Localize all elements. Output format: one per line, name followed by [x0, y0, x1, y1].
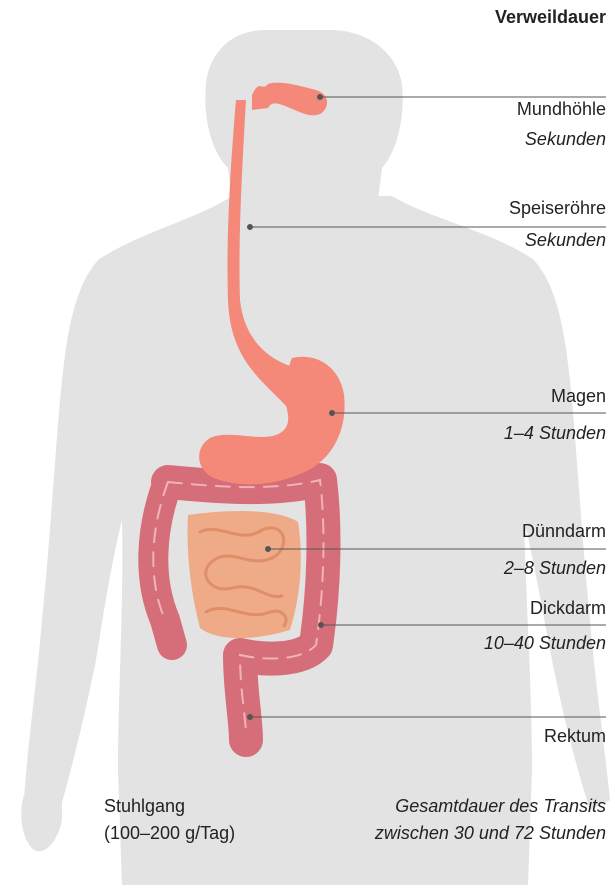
- transit-line-2: zwischen 30 und 72 Stunden: [375, 822, 606, 844]
- label-magen-duration: 1–4 Stunden: [504, 422, 606, 444]
- label-speise-name: Speiseröhre: [509, 197, 606, 219]
- leader-dot-speise: [248, 225, 253, 230]
- header-title: Verweildauer: [495, 6, 606, 28]
- label-rektum-name: Rektum: [544, 725, 606, 747]
- label-dick-name: Dickdarm: [530, 597, 606, 619]
- leader-dot-dick: [319, 623, 324, 628]
- label-duenn-duration: 2–8 Stunden: [504, 557, 606, 579]
- leader-dot-duenn: [266, 547, 271, 552]
- small-intestine: [188, 511, 301, 638]
- leader-dot-mund: [318, 95, 323, 100]
- label-speise-duration: Sekunden: [525, 229, 606, 251]
- transit-line-1: Gesamtdauer des Transits: [395, 795, 606, 817]
- label-dick-duration: 10–40 Stunden: [484, 632, 606, 654]
- stool-line-2: (100–200 g/Tag): [104, 822, 235, 844]
- label-magen-name: Magen: [551, 385, 606, 407]
- label-mund-duration: Sekunden: [525, 128, 606, 150]
- label-duenn-name: Dünndarm: [522, 520, 606, 542]
- label-mund-name: Mundhöhle: [517, 98, 606, 120]
- leader-dot-magen: [330, 411, 335, 416]
- stool-line-1: Stuhlgang: [104, 795, 185, 817]
- left-hand-silhouette: [21, 795, 62, 851]
- appendix: [170, 628, 174, 648]
- leader-dot-rektum: [248, 715, 253, 720]
